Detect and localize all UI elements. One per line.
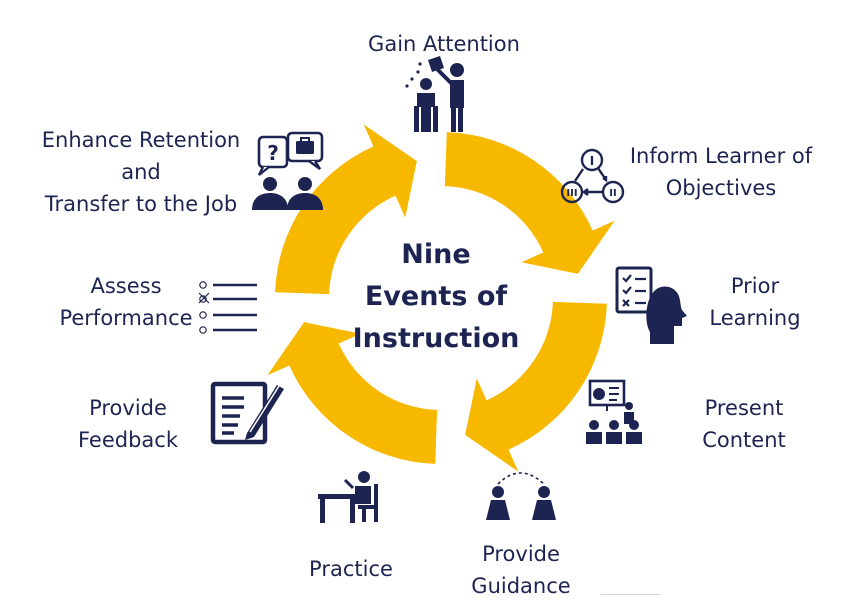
event-label-provide-feedback: Provide Feedback: [77, 396, 178, 452]
svg-text:?: ?: [267, 141, 279, 165]
title-line-2: Events of: [364, 281, 508, 312]
svg-text:I: I: [590, 154, 594, 168]
title-line-1: Nine: [401, 239, 471, 270]
presentation-audience-icon: [586, 379, 642, 444]
event-label-present-content: Present Content: [702, 396, 786, 452]
document-pencil-icon: [210, 381, 284, 445]
ring-arrow-top-right: [444, 132, 615, 274]
checklist-icon: [198, 281, 257, 334]
event-label-gain-attention: Gain Attention: [368, 32, 520, 56]
diagram-title: Nine Events of Instruction: [336, 234, 536, 360]
title-line-3: Instruction: [352, 323, 520, 354]
two-people-guidance-icon: [486, 472, 556, 520]
head-checklist-icon: [615, 266, 687, 344]
event-label-practice: Practice: [309, 557, 393, 581]
ring-arrows: [267, 124, 615, 472]
ring-arrow-bottom-left: [267, 322, 438, 464]
svg-text:II: II: [609, 188, 616, 199]
event-label-provide-guidance: Provide Guidance: [471, 542, 571, 598]
event-label-prior-learning: Prior Learning: [709, 274, 801, 330]
divider-line: [601, 594, 661, 595]
discussion-people-icon: ?: [252, 131, 324, 210]
event-label-enhance-retention: Enhance Retention and Transfer to the Jo…: [41, 128, 241, 216]
roman-numeral-cycle-icon: I III II: [560, 148, 625, 204]
ring-arrow-bottom-right: [465, 301, 607, 472]
person-at-desk-icon: [318, 471, 378, 523]
event-label-inform-learner-of-objectives: Inform Learner of Objectives: [629, 144, 813, 200]
svg-text:III: III: [566, 188, 577, 199]
ring-arrow-top-left: [275, 124, 417, 295]
pouring-water-icon: [405, 56, 464, 132]
event-label-assess-performance: Assess Performance: [59, 274, 193, 330]
